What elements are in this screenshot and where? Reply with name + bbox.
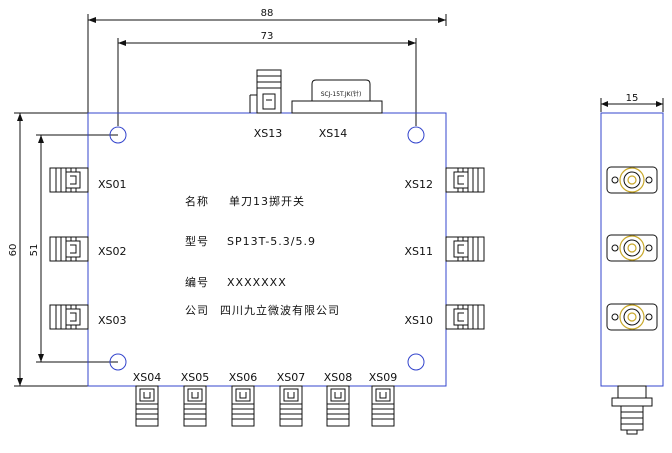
sma-connector-bottom-2 (183, 385, 207, 427)
sma-connector-bottom-4 (279, 385, 303, 427)
mounting-hole-top-right (407, 126, 425, 144)
sma-connector-bottom-5 (326, 385, 350, 427)
nameplate-company-value: 四川九立微波有限公司 (220, 303, 340, 317)
xs14-part-number: SCJ-15T.JK(针) (321, 90, 362, 98)
port-xs07-label: XS07 (277, 371, 306, 384)
connector-xs13 (249, 69, 282, 114)
dimension-73-label: 73 (261, 31, 274, 42)
dimension-15: 15 (600, 93, 664, 112)
nameplate-serial-label: 编号 (185, 275, 209, 289)
sma-connector-right-3 (445, 304, 485, 330)
dimension-15-label: 15 (626, 93, 639, 104)
side-view-port-1 (606, 166, 658, 194)
dimension-60-label: 60 (8, 244, 19, 257)
connector-xs14: SCJ-15T.JK(针) (291, 79, 383, 114)
port-xs05-label: XS05 (181, 371, 210, 384)
sma-connector-right-1 (445, 167, 485, 193)
mounting-hole-top-left (109, 126, 127, 144)
sma-connector-bottom-6 (371, 385, 395, 427)
side-view-housing (600, 112, 664, 387)
side-view-port-2 (606, 234, 658, 262)
port-xs08-label: XS08 (324, 371, 353, 384)
nameplate-name-label: 名称 (185, 194, 209, 208)
sma-connector-bottom-3 (231, 385, 255, 427)
port-xs04-label: XS04 (133, 371, 162, 384)
dimension-51: 51 (29, 134, 118, 363)
dimension-60: 60 (8, 112, 88, 387)
nameplate-name-value: 单刀13掷开关 (229, 194, 305, 208)
port-xs06-label: XS06 (229, 371, 258, 384)
side-view-bottom-connector (611, 385, 653, 435)
dimension-51-label: 51 (29, 244, 40, 257)
dimension-73: 73 (117, 31, 417, 126)
sma-connector-left-1 (49, 167, 89, 193)
sma-connector-left-2 (49, 236, 89, 262)
nameplate-serial-value: XXXXXXX (227, 276, 287, 289)
port-xs11-label: XS11 (404, 245, 433, 258)
nameplate-model-value: SP13T-5.3/5.9 (227, 235, 316, 248)
sma-connector-right-2 (445, 236, 485, 262)
port-xs03-label: XS03 (98, 314, 127, 327)
nameplate-model-label: 型号 (185, 234, 209, 248)
port-xs12-label: XS12 (404, 178, 433, 191)
port-xs09-label: XS09 (369, 371, 398, 384)
side-view-port-3 (606, 303, 658, 331)
mounting-hole-bottom-left (109, 353, 127, 371)
port-xs10-label: XS10 (404, 314, 433, 327)
xs13-label: XS13 (254, 127, 283, 140)
nameplate-company-label: 公司 (185, 304, 209, 317)
port-xs02-label: XS02 (98, 245, 127, 258)
main-housing-outline (87, 112, 447, 387)
port-xs01-label: XS01 (98, 178, 127, 191)
sma-connector-left-3 (49, 304, 89, 330)
dimension-88-label: 88 (261, 8, 274, 19)
xs14-label: XS14 (319, 127, 348, 140)
mounting-hole-bottom-right (407, 353, 425, 371)
dimension-88: 88 (87, 8, 447, 113)
sma-connector-bottom-1 (135, 385, 159, 427)
